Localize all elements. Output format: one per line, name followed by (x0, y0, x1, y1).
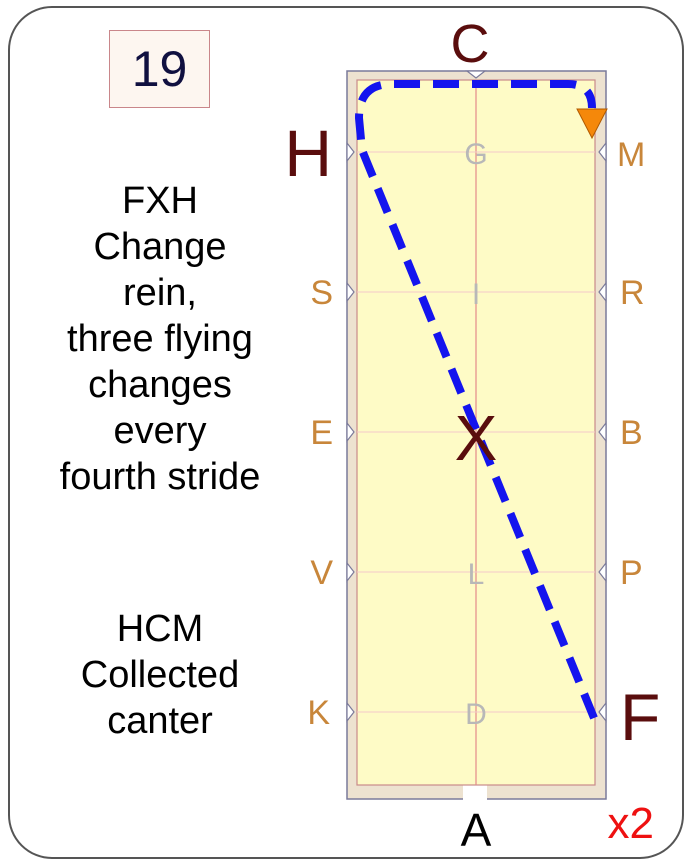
entrance-gap (463, 785, 487, 801)
center-letter-g: G (464, 138, 487, 171)
side-letter-b: B (620, 414, 643, 452)
route-path (355, 80, 598, 720)
direction-arrow-icon (576, 108, 608, 140)
side-letter-p: P (620, 554, 643, 592)
movement-line: every (113, 410, 207, 452)
side-letter-h: H (284, 116, 332, 190)
repeat-label: x2 (608, 799, 654, 848)
test-number-badge: 19 (109, 30, 210, 108)
marker-notches (346, 70, 607, 723)
movement-line: canter (107, 700, 213, 742)
side-letter-s: S (310, 274, 333, 312)
center-letter-i: I (472, 278, 480, 311)
movement-line: fourth stride (59, 456, 261, 498)
movement-line: Change (93, 226, 227, 268)
test-number: 19 (131, 41, 188, 97)
movement-description-1: FXH Change rein, three flying changes ev… (10, 178, 310, 500)
side-letter-k: K (307, 694, 330, 732)
marker-cross-lines (357, 151, 595, 713)
movement-line: HCM (116, 608, 204, 650)
center-letter-d: D (465, 698, 487, 731)
center-letter-l: L (468, 558, 485, 591)
movement-line: rein, (123, 272, 197, 314)
movement-line: changes (88, 364, 232, 406)
movement-line: Collected (80, 654, 240, 696)
center-letter-x: X (455, 402, 498, 474)
movement-description-2: HCM Collected canter (10, 606, 310, 744)
end-letter-c: C (451, 14, 490, 74)
side-letter-r: R (620, 274, 645, 312)
side-letter-m: M (617, 136, 645, 174)
side-letter-e: E (310, 414, 333, 452)
side-letter-f: F (620, 680, 660, 754)
side-letter-v: V (310, 554, 333, 592)
movement-line: three flying (67, 318, 253, 360)
movement-line: FXH (122, 180, 198, 222)
end-letter-a: A (461, 804, 492, 856)
